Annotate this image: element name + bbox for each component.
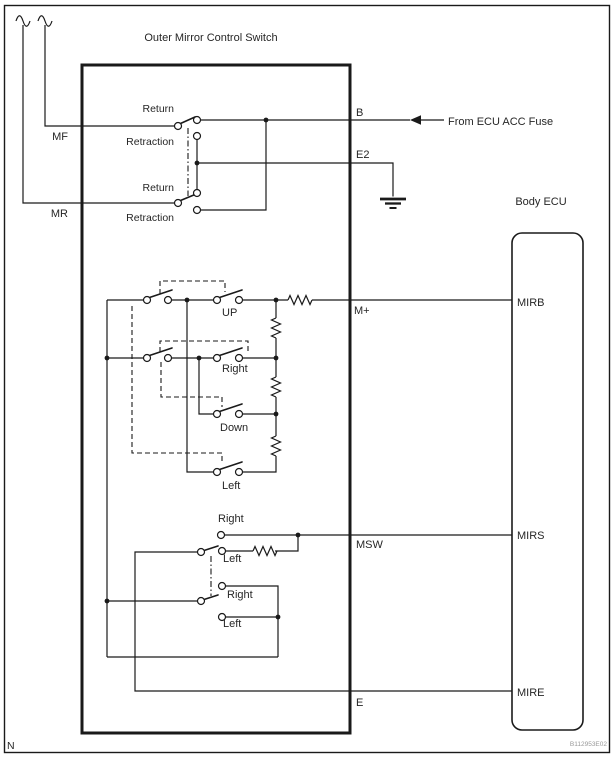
- right-label: Right: [222, 363, 248, 375]
- body-ecu-box: [511, 232, 584, 731]
- resistor-right-down: [270, 376, 282, 398]
- from-ecu-acc-fuse-label: From ECU ACC Fuse: [448, 116, 553, 128]
- up-label: UP: [222, 307, 237, 319]
- mr-return-label: Return: [142, 182, 174, 194]
- terminal-b-label: B: [356, 107, 363, 119]
- figure-code-label: B112953E02: [570, 741, 607, 748]
- msw-left-label: Left: [223, 553, 241, 565]
- ecu-terminal-mirb-label: MIRB: [517, 297, 545, 309]
- left-arrowhead-icon: [410, 115, 421, 125]
- body-ecu-label: Body ECU: [515, 196, 566, 208]
- mf-return-label: Return: [142, 103, 174, 115]
- select-left-label: Left: [223, 618, 241, 630]
- switch-levers: [148, 116, 243, 601]
- down-label: Down: [220, 422, 248, 434]
- resistor-down-left: [270, 435, 282, 457]
- retract-circuit-wires: [22, 25, 394, 211]
- outer-mirror-control-switch-box: [80, 63, 352, 735]
- corner-n-label: N: [7, 740, 15, 752]
- resistor-m-plus: [287, 294, 313, 306]
- mr-label: MR: [51, 208, 68, 220]
- ecu-terminal-mirs-label: MIRS: [517, 530, 545, 542]
- switch-contacts: [142, 115, 244, 622]
- diagram-frame: [3, 4, 611, 754]
- resistor-icons: [252, 294, 313, 557]
- terminal-msw-label: MSW: [356, 539, 384, 551]
- junction-dots: [104, 117, 301, 620]
- mechanical-links: [131, 128, 249, 596]
- left-label: Left: [222, 480, 240, 492]
- mf-label: MF: [52, 131, 68, 143]
- ecu-terminal-mire-label: MIRE: [517, 687, 545, 699]
- terminal-e2-label: E2: [356, 149, 369, 161]
- wire-break-tilde-icons: [15, 15, 53, 27]
- mf-retraction-label: Retraction: [126, 136, 174, 148]
- terminal-m-plus-label: M+: [354, 305, 370, 317]
- resistor-msw: [252, 545, 278, 557]
- diagram-title: Outer Mirror Control Switch: [144, 32, 277, 44]
- msw-right-label: Right: [218, 513, 244, 525]
- adjust-circuit-wires: [106, 299, 512, 657]
- select-right-label: Right: [227, 589, 253, 601]
- resistor-up-right: [270, 317, 282, 339]
- terminal-e-label: E: [356, 697, 363, 709]
- select-circuit-wires: [107, 534, 512, 692]
- acc-fuse-feed: [350, 115, 444, 125]
- mr-retraction-label: Retraction: [126, 212, 174, 224]
- ground-icon: [380, 197, 406, 209]
